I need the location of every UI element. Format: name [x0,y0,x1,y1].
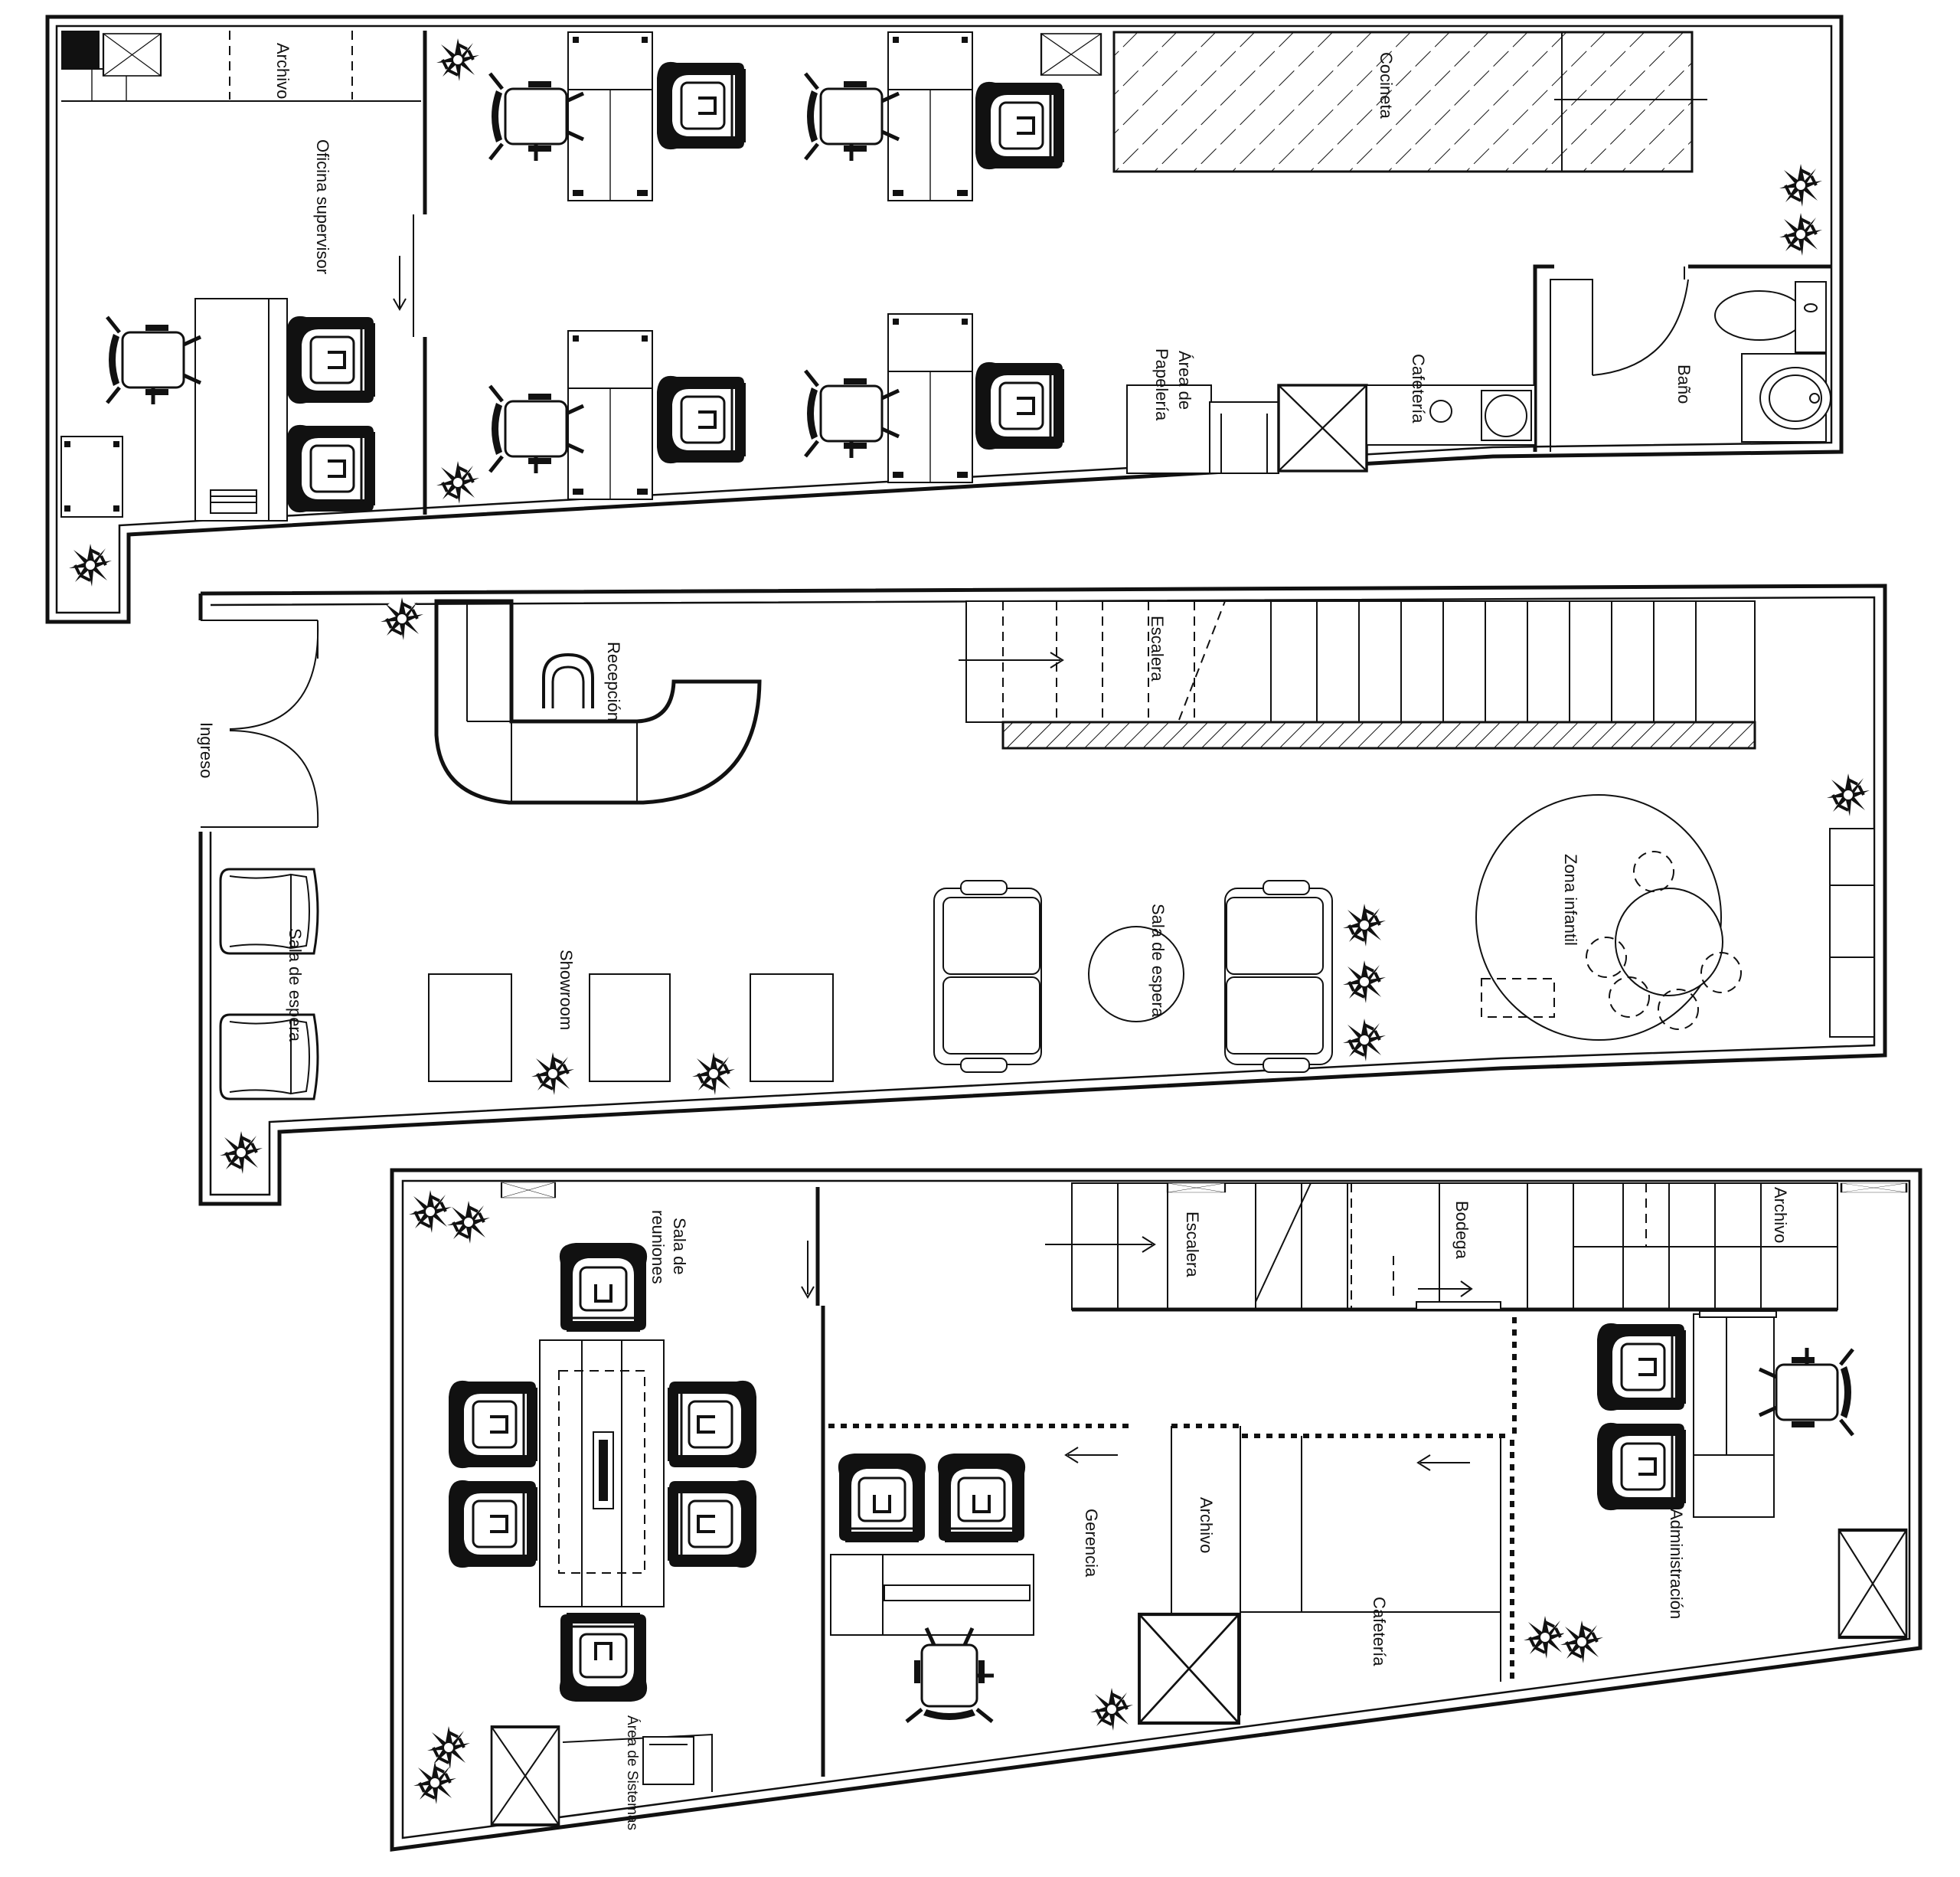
label-escalera-mid: Escalera [1148,616,1167,682]
label-cafeteria-bottom: Cafetería [1370,1597,1389,1666]
label-bodega: Bodega [1452,1201,1472,1260]
label-archivo-bottom-mid: Archivo [1197,1497,1216,1553]
label-oficina-supervisor: Oficina supervisor [313,139,332,274]
label-ingreso: Ingreso [197,722,216,778]
floor-middle [198,584,1887,1206]
label-gerencia: Gerencia [1082,1509,1101,1578]
label-archivo-bottom-right: Archivo [1771,1187,1790,1243]
label-sala-reuniones-2: reuniones [648,1210,668,1284]
label-zona-infantil: Zona infantil [1561,854,1580,946]
floor-top [45,15,1844,624]
label-escalera-bottom: Escalera [1183,1212,1202,1277]
label-sala-reuniones-1: Sala de [670,1218,689,1275]
label-sala-espera-mid: Sala de espera [1148,904,1168,1018]
floor-bottom [390,1168,1922,1852]
label-area-papeleria-1: Área de [1175,351,1194,410]
label-archivo-top: Archivo [273,43,292,99]
label-administracion: Administración [1667,1509,1686,1619]
office-chair-icon [107,317,201,404]
label-area-papeleria-2: Papelería [1152,348,1171,421]
label-cafeteria-top: Cafetería [1409,354,1428,423]
label-showroom: Showroom [557,950,576,1030]
room-labels: Archivo Oficina supervisor Cocineta Área… [197,43,1790,1830]
label-area-sistemas: Área de Sistemas [624,1715,640,1830]
label-bano: Baño [1674,365,1694,404]
label-sala-espera-left: Sala de espera [286,928,305,1042]
label-recepcion: Recepción [604,642,623,721]
label-cocineta: Cocineta [1377,52,1396,119]
